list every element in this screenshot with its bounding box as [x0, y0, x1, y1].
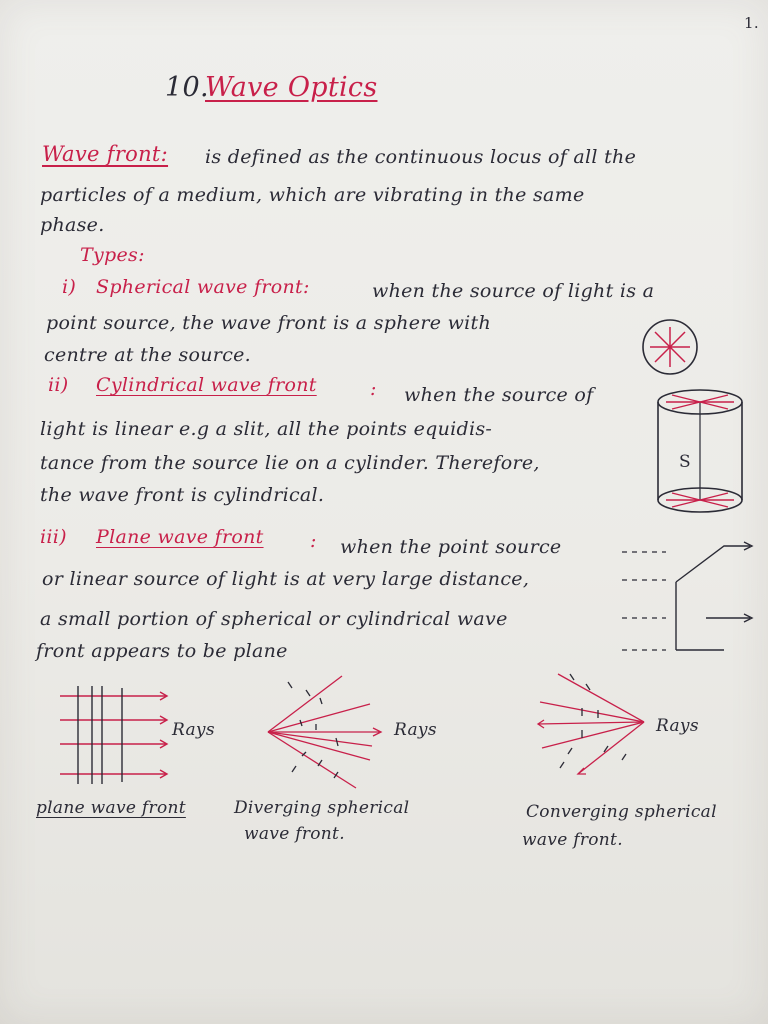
cylindrical-line-3: tance from the source lie on a cylinder.…	[40, 452, 540, 474]
plane-line-3: a small portion of spherical or cylindri…	[40, 608, 508, 630]
plane-wavefront-side-diagram	[622, 541, 754, 651]
cylindrical-line-4: the wave front is cylindrical.	[40, 484, 325, 506]
plane-wavefront-diagram	[60, 686, 169, 784]
chapter-title: Wave Optics	[205, 72, 378, 103]
cylinder-source-label: S	[679, 452, 691, 472]
plane-term: Plane wave front	[96, 526, 264, 548]
plane-line-4: front appears to be plane	[36, 640, 288, 662]
converging-caption-line-2: wave front.	[522, 830, 623, 850]
spherical-line-3: centre at the source.	[44, 344, 252, 366]
cylindrical-term: Cylindrical wave front	[96, 374, 317, 396]
diverging-rays-label: Rays	[394, 720, 437, 740]
diverging-wavefront-diagram	[267, 675, 383, 789]
cylindrical-line-1: when the source of	[404, 384, 594, 406]
cylindrical-colon: :	[370, 378, 377, 400]
plane-number: iii)	[40, 526, 67, 548]
plane-line-1: when the point source	[340, 536, 562, 558]
cylindrical-wavefront-diagram	[657, 389, 743, 513]
definition-line-2: particles of a medium, which are vibrati…	[40, 184, 585, 206]
spherical-number: i)	[62, 276, 77, 298]
definition-term: Wave front:	[42, 142, 169, 166]
cylindrical-number: ii)	[48, 374, 69, 396]
chapter-number: 10.	[165, 72, 209, 103]
converging-rays-label: Rays	[656, 716, 699, 736]
spherical-term: Spherical wave front:	[96, 276, 310, 298]
diverging-caption-line-2: wave front.	[244, 824, 345, 844]
spherical-line-2: point source, the wave front is a sphere…	[46, 312, 491, 334]
sphere-outline	[642, 319, 698, 375]
converging-caption-line-1: Converging spherical	[526, 802, 717, 822]
definition-line-3: phase.	[40, 214, 105, 236]
plane-rays-label: Rays	[172, 720, 215, 740]
page-number: 1.	[744, 14, 759, 32]
cylindrical-line-2: light is linear e.g a slit, all the poin…	[40, 418, 493, 440]
spherical-line-1: when the source of light is a	[372, 280, 655, 302]
types-heading: Types:	[80, 244, 145, 266]
diverging-caption-line-1: Diverging spherical	[234, 798, 410, 818]
definition-line-1: is defined as the continuous locus of al…	[205, 146, 637, 168]
plane-colon: :	[310, 530, 317, 552]
converging-wavefront-diagram	[536, 673, 645, 775]
spherical-wavefront-diagram	[642, 319, 698, 375]
plane-wavefront-caption: plane wave front	[36, 798, 186, 818]
plane-line-2: or linear source of light is at very lar…	[42, 568, 530, 590]
